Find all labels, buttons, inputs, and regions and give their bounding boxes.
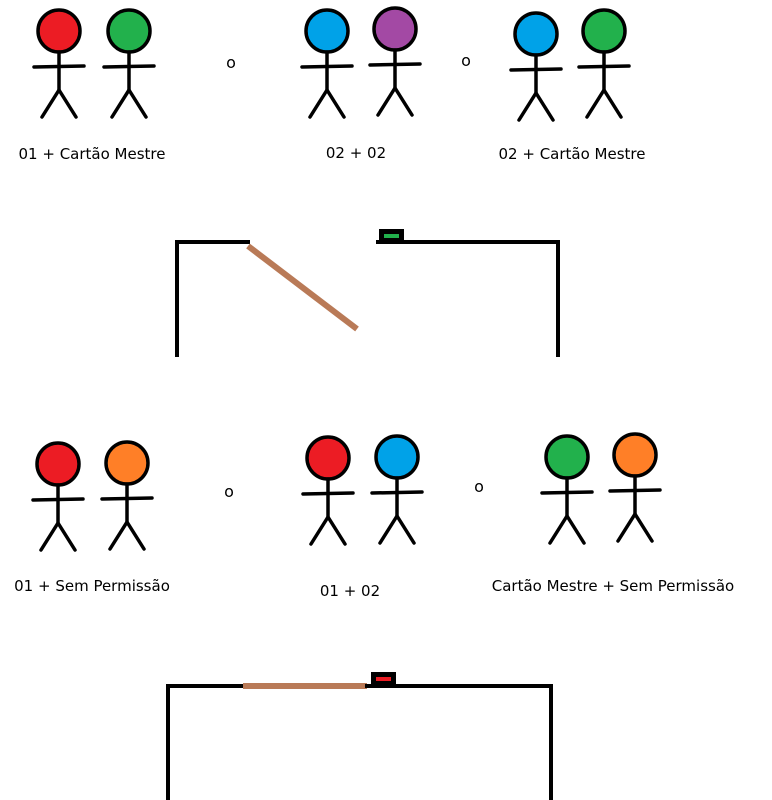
separator-or: o xyxy=(226,53,236,72)
bottom-group-1: 01 + Sem Permissão xyxy=(14,440,170,595)
person-head xyxy=(374,434,420,480)
person-head xyxy=(305,435,351,481)
person-arms xyxy=(509,67,563,72)
group-label: 02 + Cartão Mestre xyxy=(499,145,646,163)
person-legs xyxy=(308,86,346,119)
group-label: 01 + Cartão Mestre xyxy=(19,145,166,163)
person-legs xyxy=(40,86,78,119)
person-head xyxy=(372,6,418,52)
group-label: Cartão Mestre + Sem Permissão xyxy=(492,577,734,595)
person-arms xyxy=(32,64,86,69)
person-head xyxy=(104,440,150,486)
door-panel-open xyxy=(246,243,359,332)
top-group-3: 02 + Cartão Mestre xyxy=(499,8,646,163)
person xyxy=(102,8,156,119)
card-reader xyxy=(371,672,396,687)
card-reader xyxy=(379,229,404,243)
person xyxy=(608,432,662,543)
door-frame-closed xyxy=(166,672,553,800)
reader-led-green xyxy=(384,234,399,238)
person-arms xyxy=(100,496,154,501)
separator-or: o xyxy=(224,482,234,501)
person-head xyxy=(304,8,350,54)
group-label: 01 + Sem Permissão xyxy=(14,577,170,595)
person xyxy=(32,8,86,119)
person-legs xyxy=(378,512,416,545)
person xyxy=(301,435,355,546)
person-arms xyxy=(368,62,422,67)
group-label: 01 + 02 xyxy=(320,582,380,600)
group-label: 02 + 02 xyxy=(326,144,386,162)
bottom-group-2: 01 + 02 xyxy=(301,434,424,600)
person-head xyxy=(106,8,152,54)
person xyxy=(540,434,594,545)
person-arms xyxy=(540,490,594,495)
bottom-group-3: Cartão Mestre + Sem Permissão xyxy=(492,432,734,595)
person xyxy=(300,8,354,119)
person-head xyxy=(581,8,627,54)
door-frame-open xyxy=(175,229,560,357)
person-head xyxy=(36,8,82,54)
person-head xyxy=(35,441,81,487)
person-head xyxy=(544,434,590,480)
person-arms xyxy=(300,64,354,69)
person-arms xyxy=(370,490,424,495)
person-legs xyxy=(548,512,586,545)
person-legs xyxy=(585,86,623,119)
person xyxy=(509,11,563,122)
person-arms xyxy=(31,497,85,502)
person-legs xyxy=(517,89,555,122)
person-legs xyxy=(110,86,148,119)
reader-led-red xyxy=(376,677,391,681)
person-legs xyxy=(39,519,77,552)
person-arms xyxy=(301,491,355,496)
top-group-1: 01 + Cartão Mestre xyxy=(19,8,166,163)
person xyxy=(368,6,422,117)
person xyxy=(577,8,631,119)
person-arms xyxy=(577,64,631,69)
separator-or: o xyxy=(474,477,484,496)
person xyxy=(100,440,154,551)
person-arms xyxy=(102,64,156,69)
person-head xyxy=(513,11,559,57)
person-legs xyxy=(108,518,146,551)
top-group-2: 02 + 02 xyxy=(300,6,422,162)
person xyxy=(31,441,85,552)
person-arms xyxy=(608,488,662,493)
person-head xyxy=(612,432,658,478)
person-legs xyxy=(616,510,654,543)
person-legs xyxy=(376,84,414,117)
separator-or: o xyxy=(461,51,471,70)
person xyxy=(370,434,424,545)
person-legs xyxy=(309,513,347,546)
